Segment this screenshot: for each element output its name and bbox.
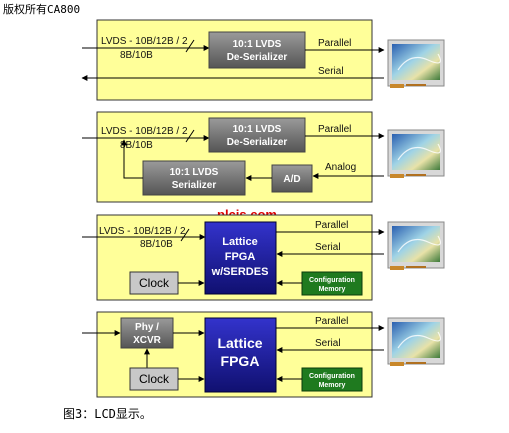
panel-3: LVDS - 10B/12B / 2 8B/10B Lattice FPGA w… — [82, 214, 445, 301]
serial-label: Serial — [315, 338, 341, 349]
deserializer-block — [208, 117, 306, 153]
lvds-label: LVDS - 10B/12B / 2 — [101, 36, 188, 47]
panel-1: LVDS - 10B/12B / 2 8B/10B 10:1 LVDS De-S… — [81, 19, 445, 101]
copyright-text: 版权所有CA800 — [3, 2, 80, 16]
lcd-display-image — [387, 221, 445, 271]
phy-line2: XCVR — [133, 335, 162, 346]
fpga-line1: Lattice — [222, 236, 257, 248]
parallel-label: Parallel — [315, 220, 348, 231]
figure-caption: 图3：LCD显示。 — [63, 407, 152, 421]
lcd-display-image — [387, 317, 445, 367]
deserializer-line1: 10:1 LVDS — [233, 39, 282, 50]
serializer-block — [142, 160, 246, 196]
panel-4: Phy / XCVR Clock Lattice FPGA Parallel S… — [82, 311, 445, 398]
lvds-label: LVDS - 10B/12B / 2 — [101, 126, 188, 137]
config-line1: Configuration — [309, 373, 355, 380]
fpga-line2: FPGA — [225, 251, 256, 263]
fpga-block — [204, 317, 277, 393]
deserializer-line2: De-Serializer — [227, 52, 288, 63]
encoding-label: 8B/10B — [120, 50, 153, 61]
serializer-feedback-line — [121, 139, 143, 179]
deserializer-line1: 10:1 LVDS — [233, 124, 282, 135]
parallel-label: Parallel — [315, 316, 348, 327]
deserializer-line2: De-Serializer — [227, 137, 288, 148]
clock-label: Clock — [139, 276, 170, 290]
encoding-label: 8B/10B — [140, 239, 173, 250]
fpga-line1: Lattice — [217, 335, 262, 351]
config-line1: Configuration — [309, 277, 355, 284]
lcd-display-image — [387, 39, 445, 89]
panel-2: LVDS - 10B/12B / 2 8B/10B 10:1 LVDS De-S… — [82, 111, 445, 203]
ad-label: A/D — [283, 174, 300, 185]
fpga-serdes-block — [204, 221, 277, 295]
serial-label: Serial — [315, 242, 341, 253]
fpga-line3: w/SERDES — [211, 266, 269, 278]
parallel-label: Parallel — [318, 38, 351, 49]
bus-slash — [185, 129, 195, 143]
bus-slash — [180, 228, 190, 242]
config-line2: Memory — [319, 286, 346, 293]
phy-line1: Phy / — [135, 322, 159, 333]
fpga-line2: FPGA — [221, 353, 260, 369]
serial-label: Serial — [318, 66, 344, 77]
deserializer-block — [208, 31, 306, 69]
config-line2: Memory — [319, 382, 346, 389]
serializer-line2: Serializer — [172, 180, 217, 191]
serializer-line1: 10:1 LVDS — [170, 167, 219, 178]
lcd-display-image — [387, 129, 445, 179]
encoding-label: 8B/10B — [120, 140, 153, 151]
clock-label: Clock — [139, 372, 170, 386]
phy-xcvr-block — [120, 317, 174, 349]
analog-label: Analog — [325, 162, 356, 173]
bus-slash — [185, 39, 195, 53]
ad-converter-block — [271, 164, 313, 193]
parallel-label: Parallel — [318, 124, 351, 135]
lvds-label: LVDS - 10B/12B / 2 — [99, 226, 186, 237]
